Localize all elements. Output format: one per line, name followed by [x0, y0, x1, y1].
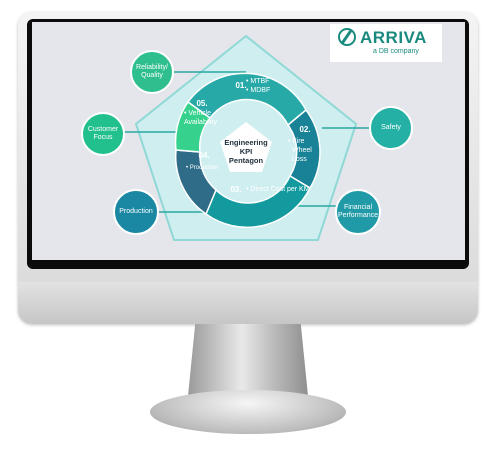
kpi-04-item-1: • Production [186, 165, 219, 171]
outcome-customer-focus-label: Customer Focus [87, 126, 119, 141]
center-title: Engineering KPI Pentagon [224, 138, 268, 165]
outcome-production-label: Production [119, 208, 153, 215]
kpi-01-item-1: • MTBF [246, 78, 270, 85]
kpi-03-item-1: • Direct Cost per KM [246, 186, 310, 193]
logo-name: ARRIVA [360, 28, 427, 47]
monitor-stand-neck [188, 324, 308, 396]
monitor-stand-base [150, 390, 346, 434]
kpi-03-number: 03. [230, 185, 242, 194]
kpi-02-item-3: Loss [292, 156, 307, 163]
kpi-04-number: 04. [198, 151, 210, 160]
logo-tagline: a DB company [373, 48, 419, 55]
kpi-02-number: 02. [299, 125, 311, 134]
outcome-safety-label: Safety [381, 124, 401, 131]
outcome-reliability-quality-label: Reliability/ Quality [136, 64, 168, 79]
arriva-logo-icon [338, 28, 356, 46]
kpi-01-number: 01. [235, 81, 247, 90]
kpi-05-number: 05. [196, 99, 208, 108]
kpi-05-item-2: Availability [184, 119, 217, 126]
kpi-02-item-1: • Fire [288, 138, 305, 145]
kpi-05-item-1: • Vehicle [184, 110, 211, 117]
monitor-chin [18, 282, 478, 324]
kpi-01-item-2: • MDBF [246, 87, 271, 94]
outcome-financial-performance-label: Financial Performance [337, 204, 379, 219]
kpi-02-item-2: Wheel [292, 147, 312, 154]
